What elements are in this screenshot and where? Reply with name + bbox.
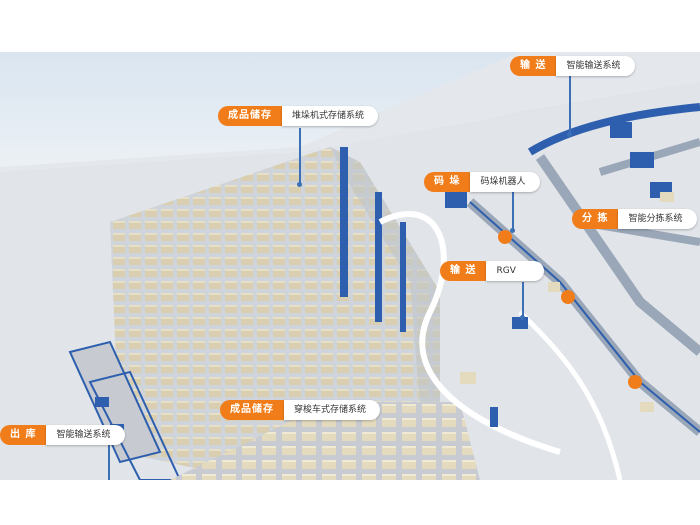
callout-conveying-rgv: 输 送 RGV [440, 261, 544, 281]
leader-dot [510, 228, 515, 233]
robot-arm [498, 230, 512, 244]
callout-label: 码垛机器人 [470, 172, 540, 192]
callout-tag: 输 送 [440, 261, 487, 281]
callout-conveying-top: 输 送 智能输送系统 [510, 56, 635, 76]
stacker-mast [400, 222, 406, 332]
leader-line [569, 74, 571, 134]
callout-label: 穿梭车式存储系统 [284, 400, 381, 420]
stacker-rack [110, 147, 440, 480]
callout-tag: 输 送 [510, 56, 557, 76]
leader-line [512, 192, 514, 230]
callout-palletizing: 码 垛 码垛机器人 [424, 172, 540, 192]
main-conveyor [527, 103, 700, 156]
leader-dot [567, 132, 572, 137]
leader-dot [297, 182, 302, 187]
callout-label: 智能输送系统 [556, 56, 635, 76]
leader-line [522, 282, 524, 317]
callout-storage-stacker: 成品储存 堆垛机式存储系统 [218, 106, 379, 126]
stacker-mast [375, 192, 382, 322]
callout-label: 智能输送系统 [46, 425, 125, 445]
leader-line [299, 128, 301, 183]
callout-tag: 出 库 [0, 425, 47, 445]
rgv-rail [378, 211, 561, 455]
callout-label: 堆垛机式存储系统 [282, 106, 379, 126]
stacker-mast [340, 147, 348, 297]
callout-label: RGV [486, 261, 544, 281]
callout-label: 智能分拣系统 [618, 209, 697, 229]
callout-tag: 分 拣 [572, 209, 619, 229]
shuttle-rack [170, 402, 480, 480]
leader-dot [520, 315, 525, 320]
rgv-cart [512, 317, 528, 329]
callout-tag: 码 垛 [424, 172, 471, 192]
callout-sorting: 分 拣 智能分拣系统 [572, 209, 697, 229]
callout-outbound: 出 库 智能输送系统 [0, 425, 125, 445]
callout-tag: 成品储存 [218, 106, 282, 126]
callout-tag: 成品储存 [220, 400, 284, 420]
callout-storage-shuttle: 成品储存 穿梭车式存储系统 [220, 400, 381, 420]
leader-line [108, 445, 110, 480]
